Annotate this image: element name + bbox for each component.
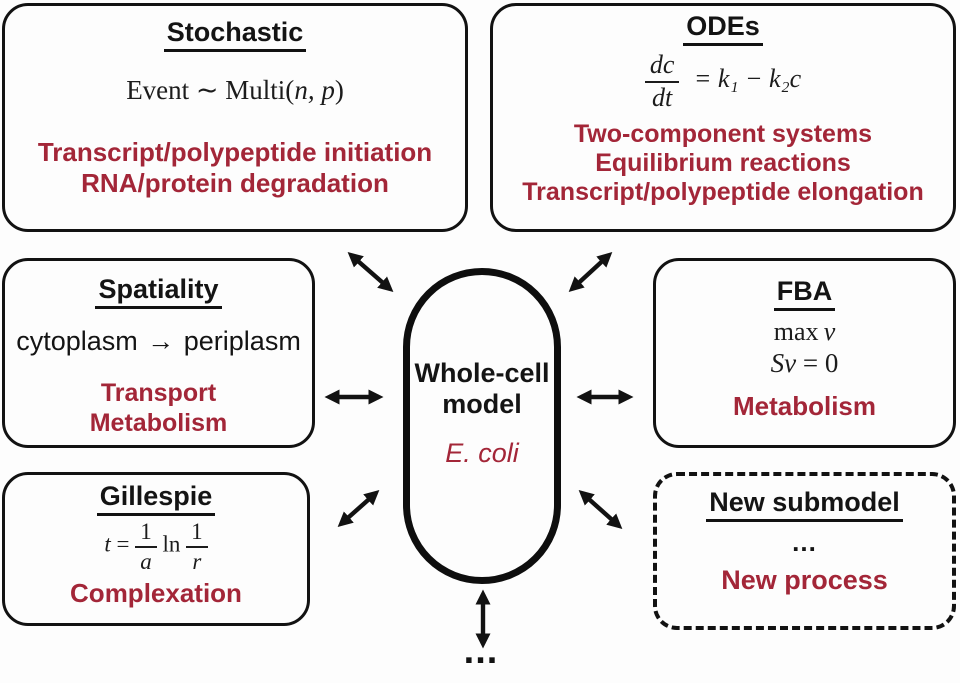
box-new-submodel: New submodel ... New process: [653, 472, 956, 630]
box-odes-title: ODEs: [683, 11, 763, 46]
arrow-gillespie-center: [337, 490, 380, 527]
box-fba-formula-line2: Sv = 0: [770, 348, 839, 378]
center-title-line1: Whole-cell: [414, 357, 550, 388]
box-gillespie-title: Gillespie: [96, 481, 216, 516]
box-spatiality-title: Spatiality: [95, 274, 222, 309]
process-line: Metabolism: [89, 409, 228, 437]
process-line: RNA/protein degradation: [81, 168, 389, 198]
process-line: Complexation: [70, 578, 242, 608]
box-stochastic-formula: Event ∼ Multi(n, p): [126, 75, 344, 105]
right-arrow-glyph: →: [147, 326, 175, 356]
box-new-submodel-title: New submodel: [706, 487, 903, 522]
box-stochastic-title: Stochastic: [163, 17, 307, 52]
process-line: Transport: [100, 379, 217, 407]
box-fba-title: FBA: [773, 276, 836, 311]
box-spatiality: Spatiality cytoplasm → periplasm Transpo…: [2, 258, 315, 448]
process-line: Transcript/polypeptide elongation: [522, 178, 924, 206]
process-line: Equilibrium reactions: [595, 149, 851, 177]
box-spatiality-formula: cytoplasm → periplasm: [16, 326, 301, 356]
process-line: Metabolism: [732, 391, 877, 421]
center-cell-node: Whole-cell model E. coli: [403, 268, 561, 584]
organism-label: E. coli: [445, 437, 519, 468]
center-title-line2: model: [442, 388, 522, 419]
box-fba-formula-line1: max v: [773, 317, 836, 346]
process-line: New process: [721, 565, 888, 595]
process-line: Two-component systems: [573, 120, 873, 148]
arrow-newsubmodel-center: [578, 490, 623, 529]
arrow-stochastic-center: [347, 252, 394, 292]
box-stochastic: Stochastic Event ∼ Multi(n, p) Transcrip…: [2, 3, 468, 232]
process-line: Transcript/polypeptide initiation: [37, 137, 433, 167]
more-submodels-ellipsis: ...: [463, 630, 499, 672]
box-fba: FBA max v Sv = 0 Metabolism: [653, 258, 956, 448]
arrow-odes-center: [568, 251, 613, 293]
new-submodel-dots: ...: [792, 527, 817, 557]
